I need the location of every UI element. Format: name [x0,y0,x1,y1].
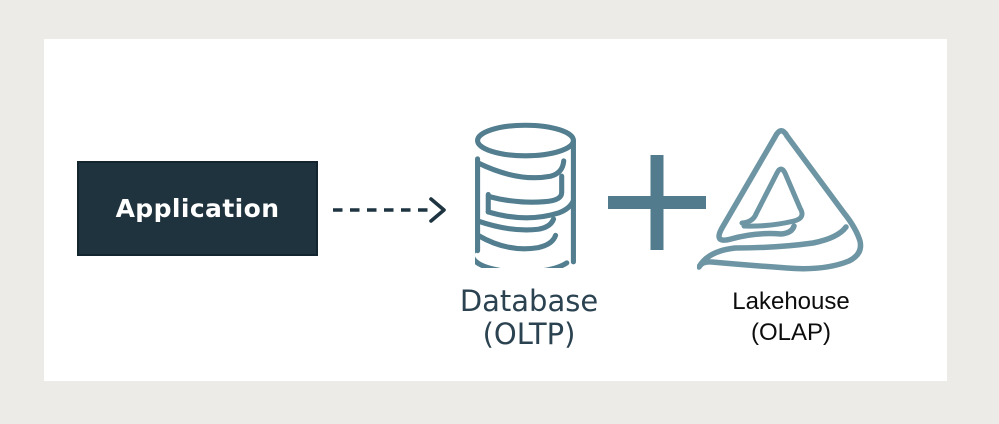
application-label: Application [115,194,280,223]
plus-icon [608,155,706,250]
lakehouse-sublabel: (OLAP) [750,318,831,346]
application-node: Application [77,161,318,256]
database-label: Database [459,284,599,318]
database-cylinder-icon [475,122,576,268]
lakehouse-label: Lakehouse [732,288,850,315]
lakehouse-caption: Lakehouse (OLAP) [691,287,891,348]
lakehouse-delta-icon [697,128,864,272]
dashed-arrow-icon [333,197,446,223]
database-caption: Database (OLTP) [429,285,629,351]
database-sublabel: (OLTP) [482,316,576,351]
